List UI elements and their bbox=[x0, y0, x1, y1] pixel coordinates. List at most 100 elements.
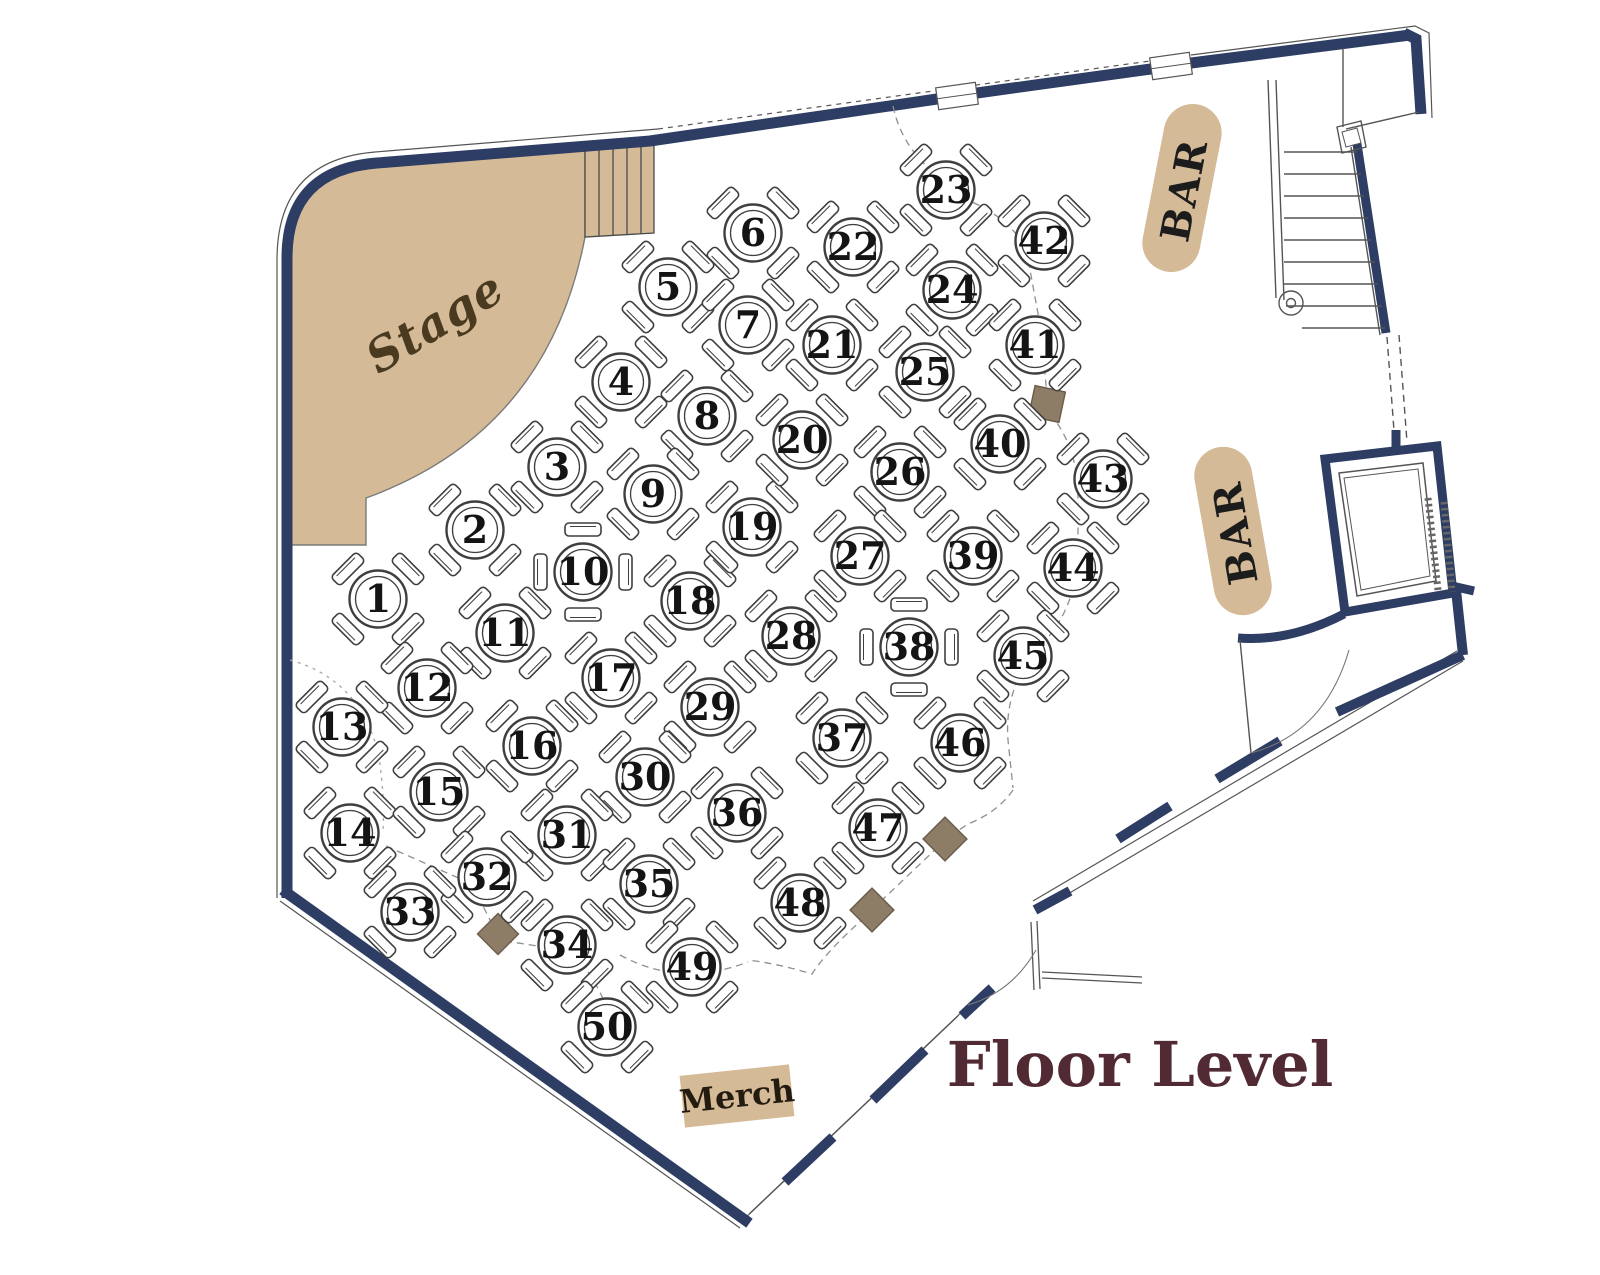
table-22[interactable]: 22 bbox=[806, 200, 901, 295]
table-21[interactable]: 21 bbox=[785, 298, 880, 393]
chair bbox=[488, 543, 522, 577]
table-40[interactable]: 40 bbox=[953, 397, 1048, 492]
chair bbox=[440, 641, 474, 675]
table-23[interactable]: 23 bbox=[899, 143, 994, 238]
table-24[interactable]: 24 bbox=[905, 243, 1000, 338]
table-number: 7 bbox=[735, 302, 761, 347]
table-37[interactable]: 37 bbox=[795, 691, 890, 786]
chair bbox=[953, 397, 987, 431]
chair bbox=[580, 898, 614, 932]
chair bbox=[1036, 669, 1070, 703]
chair bbox=[890, 682, 928, 697]
table-27[interactable]: 27 bbox=[813, 509, 908, 604]
chair bbox=[545, 759, 579, 793]
chair bbox=[518, 646, 552, 680]
chair bbox=[606, 447, 640, 481]
table-10[interactable]: 10 bbox=[533, 522, 633, 622]
table-number: 24 bbox=[926, 267, 979, 312]
table-31[interactable]: 31 bbox=[520, 788, 615, 883]
table-number: 16 bbox=[506, 723, 559, 768]
bar-top-counter bbox=[1142, 104, 1222, 272]
chair bbox=[785, 358, 819, 392]
table-5[interactable]: 5 bbox=[621, 240, 716, 335]
table-number: 36 bbox=[711, 790, 764, 835]
wall-stair-right bbox=[1352, 143, 1391, 334]
chair bbox=[295, 680, 329, 714]
table-number: 39 bbox=[947, 533, 1000, 578]
table-46[interactable]: 46 bbox=[913, 696, 1008, 791]
table-12[interactable]: 12 bbox=[380, 641, 475, 736]
table-44[interactable]: 44 bbox=[1026, 521, 1121, 616]
table-48[interactable]: 48 bbox=[753, 856, 848, 951]
bar-top: BAR bbox=[1142, 104, 1222, 272]
chair bbox=[392, 745, 426, 779]
table-25[interactable]: 25 bbox=[878, 325, 973, 420]
table-19[interactable]: 19 bbox=[705, 480, 800, 575]
chair bbox=[891, 841, 925, 875]
chair bbox=[428, 483, 462, 517]
chair bbox=[440, 701, 474, 735]
table-6[interactable]: 6 bbox=[706, 186, 801, 281]
table-number: 28 bbox=[765, 613, 818, 658]
chair bbox=[621, 240, 655, 274]
table-3[interactable]: 3 bbox=[510, 420, 605, 515]
chair bbox=[303, 846, 337, 880]
table-42[interactable]: 42 bbox=[997, 194, 1092, 289]
table-number: 31 bbox=[541, 812, 594, 857]
chair bbox=[452, 805, 486, 839]
table-2[interactable]: 2 bbox=[428, 483, 523, 578]
table-45[interactable]: 45 bbox=[976, 609, 1071, 704]
table-38[interactable]: 38 bbox=[859, 597, 959, 697]
chair bbox=[580, 788, 614, 822]
chair bbox=[859, 628, 874, 666]
table-number: 30 bbox=[619, 754, 672, 799]
table-number: 23 bbox=[920, 167, 973, 212]
table-47[interactable]: 47 bbox=[831, 781, 926, 876]
chair bbox=[518, 586, 552, 620]
table-41[interactable]: 41 bbox=[988, 298, 1083, 393]
table-17[interactable]: 17 bbox=[564, 631, 659, 726]
elevator bbox=[1319, 430, 1458, 618]
table-13[interactable]: 13 bbox=[295, 680, 390, 775]
table-29[interactable]: 29 bbox=[663, 660, 758, 755]
table-26[interactable]: 26 bbox=[853, 425, 948, 520]
table-4[interactable]: 4 bbox=[574, 335, 669, 430]
table-1[interactable]: 1 bbox=[331, 552, 426, 647]
table-49[interactable]: 49 bbox=[645, 920, 740, 1015]
table-7[interactable]: 7 bbox=[701, 278, 796, 373]
chair bbox=[520, 788, 554, 822]
chair bbox=[831, 781, 865, 815]
window-frame bbox=[1148, 51, 1194, 81]
chair bbox=[813, 916, 847, 950]
table-15[interactable]: 15 bbox=[392, 745, 487, 840]
chair bbox=[363, 786, 397, 820]
pillar bbox=[476, 912, 520, 956]
chair bbox=[965, 243, 999, 277]
wall-top-mid bbox=[976, 63, 1152, 99]
table-43[interactable]: 43 bbox=[1056, 432, 1151, 527]
table-16[interactable]: 16 bbox=[485, 699, 580, 794]
table-20[interactable]: 20 bbox=[755, 393, 850, 488]
table-33[interactable]: 33 bbox=[363, 865, 458, 960]
table-34[interactable]: 34 bbox=[520, 898, 615, 993]
table-14[interactable]: 14 bbox=[303, 786, 398, 881]
table-50[interactable]: 50 bbox=[560, 980, 655, 1075]
chair bbox=[855, 691, 889, 725]
outer-wall-lines bbox=[276, 25, 1464, 1229]
table-35[interactable]: 35 bbox=[602, 837, 697, 932]
chair bbox=[845, 358, 879, 392]
table-9[interactable]: 9 bbox=[606, 447, 701, 542]
window-frame bbox=[934, 81, 980, 111]
chair bbox=[765, 540, 799, 574]
table-36[interactable]: 36 bbox=[690, 766, 785, 861]
chair bbox=[520, 958, 554, 992]
table-18[interactable]: 18 bbox=[643, 554, 738, 649]
chair bbox=[690, 826, 724, 860]
table-11[interactable]: 11 bbox=[458, 586, 553, 681]
table-28[interactable]: 28 bbox=[744, 589, 839, 684]
table-39[interactable]: 39 bbox=[926, 509, 1021, 604]
chair bbox=[965, 303, 999, 337]
table-32[interactable]: 32 bbox=[440, 830, 535, 925]
stage-steps bbox=[584, 139, 655, 238]
chair bbox=[938, 325, 972, 359]
